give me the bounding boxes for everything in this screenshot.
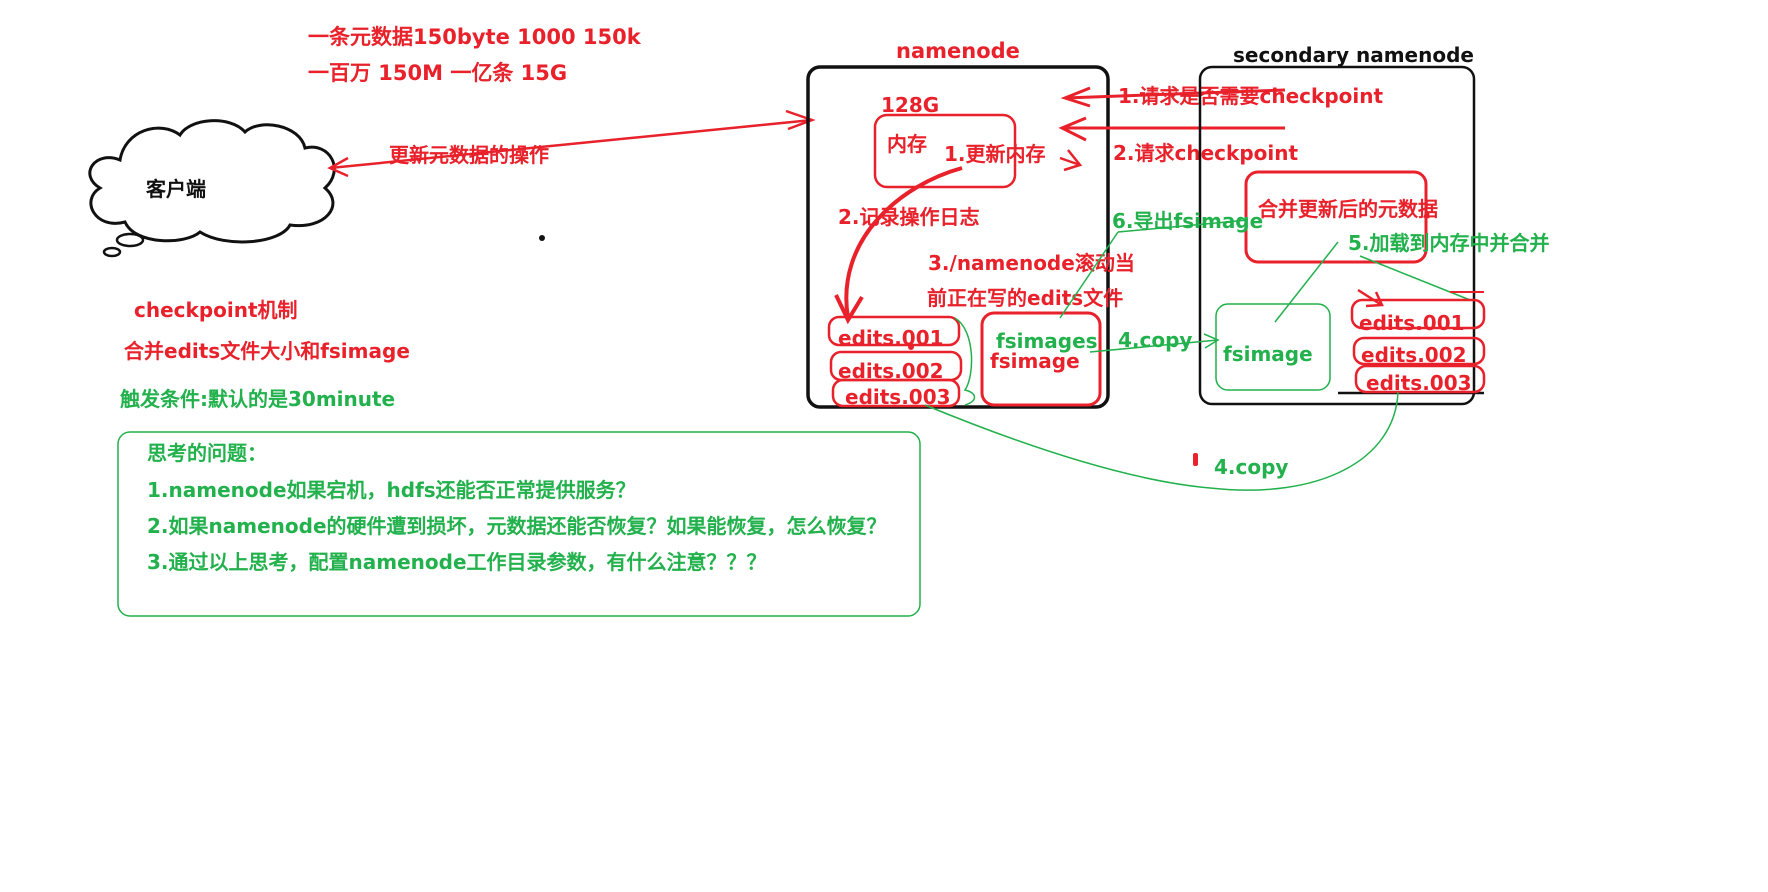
secondary-fsimage-label: fsimage bbox=[1223, 342, 1313, 366]
secondary-title: secondary namenode bbox=[1233, 43, 1474, 67]
checkpoint-desc: 合并edits文件大小和fsimage bbox=[124, 339, 410, 363]
edits-box bbox=[831, 378, 961, 408]
red-mark bbox=[1193, 453, 1198, 466]
step-roll-line-2: 前正在写的edits文件 bbox=[927, 286, 1123, 310]
request-arrows bbox=[1058, 86, 1286, 142]
note-line-1: 一条元数据150byte 1000 150k bbox=[308, 25, 642, 49]
update-op-label: 更新元数据的操作 bbox=[389, 143, 549, 167]
edits-box bbox=[1354, 364, 1486, 394]
step-roll-line-1: 3./namenode滚动当 bbox=[928, 251, 1135, 275]
edits-item: edits.001 bbox=[838, 326, 944, 350]
edits-item: edits.003 bbox=[1366, 371, 1472, 395]
log-arrow bbox=[844, 166, 963, 319]
question-item: 3.通过以上思考，配置namenode工作目录参数，有什么注意？？？ bbox=[147, 550, 767, 574]
load-merge-label: 5.加载到内存中并合并 bbox=[1348, 231, 1550, 255]
edits-box bbox=[1352, 336, 1486, 366]
stray-dot bbox=[539, 235, 545, 241]
fsimages-label: fsimages bbox=[996, 329, 1098, 353]
step-log: 2.记录操作日志 bbox=[838, 205, 980, 229]
edits-item: edits.003 bbox=[845, 385, 951, 409]
edits-item: edits.001 bbox=[1359, 311, 1465, 335]
question-item: 1.namenode如果宕机，hdfs还能否正常提供服务？ bbox=[147, 478, 636, 502]
cloud-bubble-2 bbox=[102, 246, 122, 258]
client-cloud: 客户端 bbox=[88, 119, 336, 258]
secondary-box bbox=[1198, 65, 1476, 406]
checkpoint-trigger: 触发条件:默认的是30minute bbox=[120, 387, 395, 411]
merged-metadata-box bbox=[1244, 170, 1428, 264]
request-checkpoint-q: 1.请求是否需要checkpoint bbox=[1118, 84, 1383, 108]
memory-box bbox=[873, 113, 1017, 189]
edits-box bbox=[1350, 298, 1486, 330]
note-line-2: 一百万 150M 一亿条 15G bbox=[308, 61, 567, 85]
checkpoint-title: checkpoint机制 bbox=[134, 298, 298, 322]
questions-box bbox=[117, 431, 921, 617]
copy-edits-label: 4.copy bbox=[1214, 455, 1288, 479]
question-item: 2.如果namenode的硬件遭到损坏，元数据还能否恢复？如果能恢复，怎么恢复？ bbox=[147, 514, 887, 538]
edits-box bbox=[827, 315, 961, 347]
namenode-edits: edits.001 edits.002 edits.003 bbox=[827, 315, 963, 409]
request-checkpoint: 2.请求checkpoint bbox=[1113, 141, 1298, 165]
namenode-box bbox=[806, 65, 1110, 409]
copy-fsimage-label: 4.copy bbox=[1118, 328, 1192, 352]
step-update-memory: 1.更新内存 bbox=[944, 142, 1046, 166]
cloud-bubble-1 bbox=[115, 232, 145, 248]
fsimage-label: fsimage bbox=[990, 349, 1080, 373]
update-op-arrow bbox=[327, 109, 816, 178]
fsimage-box bbox=[980, 311, 1102, 407]
secondary-edits: edits.001 edits.002 edits.003 bbox=[1350, 288, 1486, 395]
secondary-fsimage-box bbox=[1215, 303, 1331, 391]
memory-size: 128G bbox=[881, 93, 939, 117]
roll-bracket bbox=[954, 317, 976, 406]
edits-item: edits.002 bbox=[1361, 343, 1467, 367]
questions-heading: 思考的问题： bbox=[147, 441, 267, 465]
merged-metadata-label: 合并更新后的元数据 bbox=[1258, 197, 1438, 221]
cloud-icon bbox=[88, 119, 336, 244]
memory-label: 内存 bbox=[887, 132, 927, 156]
client-label: 客户端 bbox=[145, 177, 206, 201]
namenode-title: namenode bbox=[896, 39, 1020, 63]
copy-edits-curve bbox=[924, 391, 1399, 491]
